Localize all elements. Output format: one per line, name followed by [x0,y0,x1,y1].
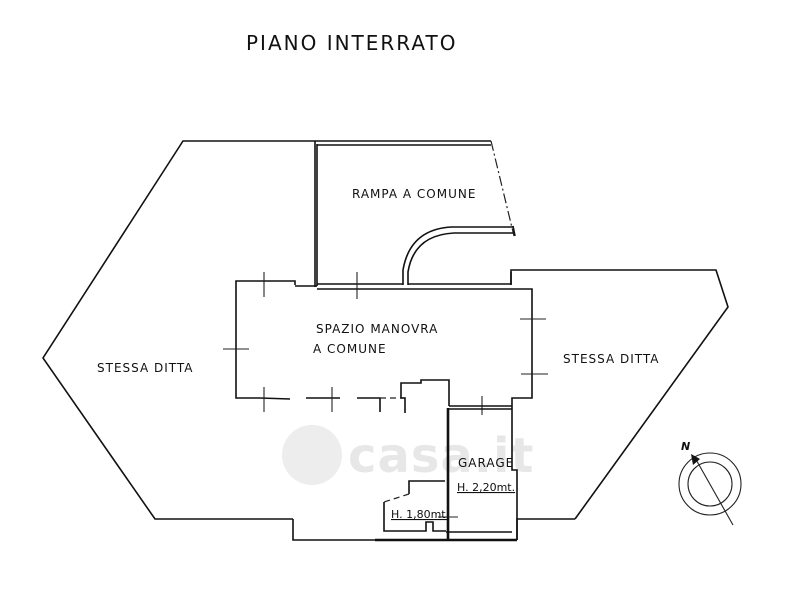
ramp-curve-inner [407,232,513,285]
ramp-bottom-wall-right [408,272,512,285]
room-label-ramp: RAMPA A COMUNE [352,187,476,201]
watermark-logo-icon [282,425,342,485]
compass-outer-ring [678,452,742,516]
maneuver-top-wall [317,288,533,379]
compass-needle [693,455,734,526]
plan-title: PIANO INTERRATO [246,31,457,55]
ramp-curve-outer [402,226,513,285]
compass-north-label: N [681,440,691,453]
compass-inner-ring [687,461,733,507]
ramp-open-edge [490,140,515,237]
maneuver-bottom-wall-a [259,397,291,400]
garage-height-label: H. 2,20mt. [457,481,515,494]
left-property [42,140,315,520]
ramp-area [314,140,516,287]
watermark-text: casa.it [348,428,534,484]
storage-dashed-edge [383,493,410,503]
right-property [510,269,729,520]
north-arrow-icon [691,454,700,465]
room-label-left-property: STESSA DITTA [97,361,194,375]
north-compass: N [678,440,742,526]
garage-room [446,405,518,540]
room-label-right-property: STESSA DITTA [563,352,660,366]
maneuver-bottom-wall-c [357,397,381,412]
maneuver-notch-wall [400,379,450,413]
watermark: casa.it [282,425,534,485]
maneuver-area [223,272,548,415]
garage-right-wall [511,406,518,540]
storage-top-wall [408,480,445,494]
maneuver-right-wall [511,379,533,406]
maneuver-left-wall [235,280,296,399]
room-label-maneuver-2: A COMUNE [313,342,387,356]
ramp-end [512,225,516,237]
bottom-boundary [292,519,375,541]
room-label-garage: GARAGE [458,456,514,470]
storage-height-label: H. 1,80mt. [391,508,449,521]
storage-room [383,480,458,532]
left-property-outline [42,140,315,520]
bottom-boundary-right [516,518,575,540]
storage-walls [383,502,446,532]
right-property-outline [510,269,729,520]
room-label-maneuver: SPAZIO MANOVRA [316,322,438,336]
